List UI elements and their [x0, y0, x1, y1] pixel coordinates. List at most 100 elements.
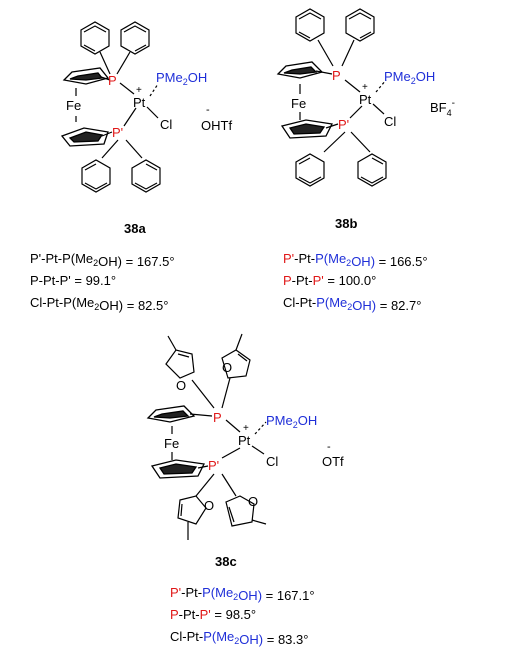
cyclopentadienyl-ring [276, 61, 324, 79]
structure-38c: O O Fe P P' Pt + PMe2OH Cl - OT [146, 333, 344, 569]
angle-text-segment: 2 [94, 302, 99, 312]
phenyl-ring [131, 159, 161, 193]
angle-text-segment: Cl-Pt- [283, 295, 316, 310]
angle-text-segment: OH) = 82.5° [99, 298, 168, 313]
oxygen-label: O [204, 498, 214, 513]
angles-38b-line-1: P'-Pt-P(Me2OH) = 166.5° [283, 251, 428, 269]
angle-text-segment: P(Me [202, 585, 233, 600]
angle-text-segment: P'-Pt-P(Me [30, 251, 93, 266]
counterion-label: BF4- [430, 98, 455, 118]
phosphorus-label: P [108, 73, 117, 88]
angle-text-segment: OH) [351, 254, 375, 269]
iron-label: Fe [66, 98, 81, 113]
angles-38b-line-2: P-Pt-P' = 100.0° [283, 273, 376, 288]
iron-label: Fe [164, 436, 179, 451]
angle-text-segment: OH) [239, 632, 263, 647]
angle-text-segment: 2 [233, 592, 238, 602]
counterion-label: OHTf [201, 118, 232, 133]
methylfuran-ring [225, 495, 267, 527]
phenyl-ring [357, 153, 387, 187]
platinum-label: Pt [359, 92, 372, 107]
ligand-label: PMe2OH [266, 413, 317, 430]
angle-text-segment: P' [283, 251, 294, 266]
chloride-label: Cl [384, 114, 396, 129]
angles-38a-line-2: P-Pt-P' = 99.1° [30, 273, 116, 288]
angle-text-segment: P' [170, 585, 181, 600]
cyclopentadienyl-ring [62, 67, 110, 85]
angle-text-segment: P(Me [203, 629, 234, 644]
platinum-label: Pt [238, 433, 251, 448]
angle-text-segment: P' [313, 273, 324, 288]
angle-text-segment: 2 [347, 302, 352, 312]
angle-text-segment: = 166.5° [375, 254, 428, 269]
angle-text-segment: OH) [238, 588, 262, 603]
angle-text-segment: P(Me [316, 295, 347, 310]
angles-38c-line-3: Cl-Pt-P(Me2OH) = 83.3° [170, 629, 308, 647]
phosphorus-prime-label: P' [338, 117, 349, 132]
counterion-charge: - [327, 441, 331, 453]
cyclopentadienyl-ring [150, 459, 205, 479]
angle-text-segment: Cl-Pt-P(Me [30, 295, 94, 310]
angle-text-segment: = 82.7° [376, 298, 421, 313]
methylfuran-ring [165, 335, 195, 379]
phosphorus-prime-label: P' [112, 125, 123, 140]
counterion-charge: - [206, 104, 210, 116]
oxygen-label: O [222, 360, 232, 375]
phenyl-ring [80, 21, 110, 55]
angle-text-segment: P(Me [315, 251, 346, 266]
structure-38a: Fe P P' Pt + PMe2OH Cl - OHTf [60, 21, 232, 236]
phenyl-ring [345, 8, 375, 42]
compound-label-38a: 38a [124, 221, 146, 236]
angle-text-segment: -Pt- [181, 585, 202, 600]
angle-text-segment: 2 [234, 636, 239, 646]
compound-label-38c: 38c [215, 554, 237, 569]
phosphorus-label: P [213, 410, 222, 425]
platinum-label: Pt [133, 95, 146, 110]
phosphorus-label: P [332, 68, 341, 83]
chloride-label: Cl [160, 117, 172, 132]
angle-text-segment: = 98.5° [211, 607, 256, 622]
angle-text-segment: OH) = 167.5° [98, 254, 174, 269]
angle-text-segment: -Pt- [292, 273, 313, 288]
angles-38a-line-1: P'-Pt-P(Me2OH) = 167.5° [30, 251, 175, 269]
phenyl-ring [295, 153, 325, 187]
angle-text-segment: = 83.3° [263, 632, 308, 647]
angles-38a-line-3: Cl-Pt-P(Me2OH) = 82.5° [30, 295, 168, 313]
angle-text-segment: P' [200, 607, 211, 622]
cyclopentadienyl-ring [146, 405, 196, 423]
angle-text-segment: P [170, 607, 179, 622]
angle-text-segment: -Pt- [294, 251, 315, 266]
ligand-label: PMe2OH [384, 69, 435, 86]
phenyl-ring [81, 159, 111, 193]
angle-text-segment: P [283, 273, 292, 288]
cyclopentadienyl-ring [280, 119, 333, 139]
angle-text-segment: 2 [346, 258, 351, 268]
phosphorus-prime-label: P' [208, 458, 219, 473]
methylfuran-ring [221, 333, 251, 379]
angle-text-segment: OH) [352, 298, 376, 313]
chloride-label: Cl [266, 454, 278, 469]
angle-text-segment: Cl-Pt- [170, 629, 203, 644]
angle-text-segment: = 100.0° [324, 273, 377, 288]
ligand-label: PMe2OH [156, 70, 207, 87]
oxygen-label: O [248, 494, 258, 509]
angle-text-segment: 2 [93, 258, 98, 268]
angle-text-segment: = 167.1° [262, 588, 315, 603]
angles-38c-line-1: P'-Pt-P(Me2OH) = 167.1° [170, 585, 315, 603]
charge-plus: + [362, 82, 368, 93]
phenyl-ring [120, 21, 150, 55]
counterion-label: OTf [322, 454, 344, 469]
oxygen-label: O [176, 378, 186, 393]
compound-label-38b: 38b [335, 216, 357, 231]
cyclopentadienyl-ring [60, 127, 109, 147]
angle-text-segment: -Pt- [179, 607, 200, 622]
charge-plus: + [136, 85, 142, 96]
phenyl-ring [295, 8, 325, 42]
charge-plus: + [243, 423, 249, 434]
methylfuran-ring [177, 495, 207, 540]
iron-label: Fe [291, 96, 306, 111]
angles-38c-line-2: P-Pt-P' = 98.5° [170, 607, 256, 622]
angles-38b-line-3: Cl-Pt-P(Me2OH) = 82.7° [283, 295, 421, 313]
structure-38b: Fe P P' Pt + PMe2OH Cl BF4- 38b [276, 8, 455, 231]
